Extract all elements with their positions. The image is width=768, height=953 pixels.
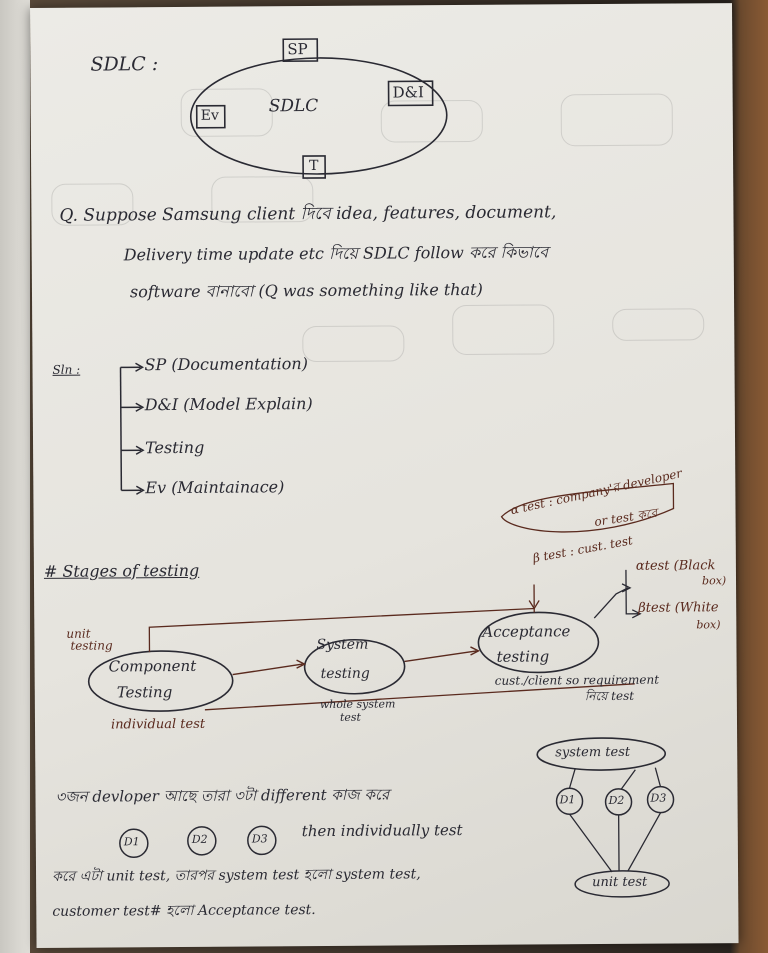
d3-node: D3	[650, 791, 667, 805]
then-individually-test: then individually test	[301, 821, 463, 841]
circle-d2: D2	[191, 832, 208, 846]
bottom-line-1: ৩জন devloper আছে তারা ৩টা different কাজ …	[55, 785, 390, 806]
testing-stages-diagram	[87, 482, 675, 712]
notebook-page: SDLC : SP D&I Ev T SDLC Q. Suppose Samsu…	[30, 3, 739, 948]
circle-d1: D1	[123, 835, 140, 849]
circle-d3: D3	[251, 832, 268, 846]
system-test-node: system test	[555, 744, 631, 761]
sdlc-cycle-diagram	[189, 38, 448, 179]
unit-test-node: unit test	[592, 874, 648, 891]
d1-node: D1	[559, 793, 576, 807]
bottom-line-3: করে এটা unit test, তারপর system test হলো…	[52, 866, 421, 885]
d2-node: D2	[608, 793, 625, 807]
unit-system-diagram	[119, 737, 675, 898]
adjacent-page-edge	[0, 0, 30, 953]
bottom-line-4: customer test# হলো Acceptance test.	[52, 902, 316, 920]
solution-bracket	[119, 362, 145, 495]
